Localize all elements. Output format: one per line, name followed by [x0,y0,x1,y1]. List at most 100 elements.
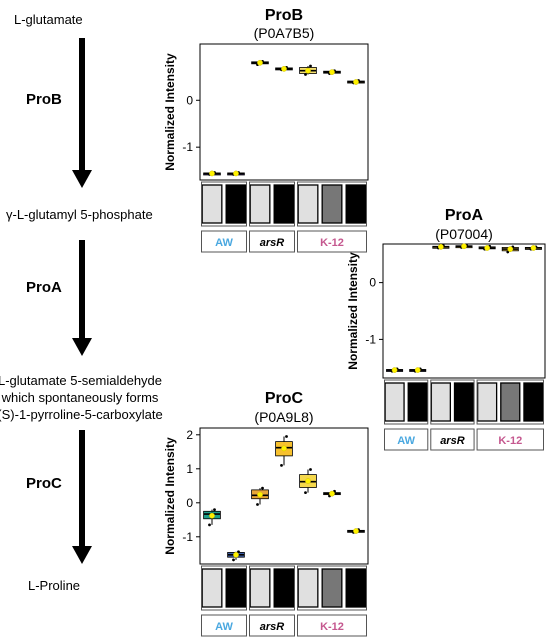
condition-swatch [273,568,295,608]
metabolite-l-proline: L-Proline [28,578,80,593]
mean-marker [353,79,359,85]
group-bracket [384,379,429,425]
group-bracket [201,181,247,227]
chart-subtitle: (P0A7B5) [254,25,315,41]
plot-frame [382,243,546,379]
enzyme-proc-label: ProC [26,475,62,492]
mean-marker [305,478,311,484]
chart-title: ProA [445,207,484,224]
group-bracket [297,565,367,611]
group-bracket [249,181,295,227]
y-tick-label: 0 [369,276,376,290]
condition-swatch [225,568,247,608]
mean-marker [438,243,444,250]
metabolite-spontaneous-note: which spontaneously forms [1,390,159,405]
mean-marker [414,367,421,373]
group-label-box [297,230,367,253]
y-tick-label: 1 [186,462,193,476]
mean-marker [281,66,287,72]
y-tick-label: 0 [186,496,193,510]
group-bracket [297,181,367,227]
metabolite-p5c: (S)-1-pyrroline-5-carboxylate [0,407,163,422]
group-label: arsR [440,435,465,447]
condition-swatch [297,184,319,224]
mean-marker [305,67,311,74]
chart-title: ProB [265,7,303,24]
group-bracket [201,565,247,611]
condition-swatch [201,568,223,608]
group-label: AW [215,621,233,633]
data-point [213,508,216,511]
group-label: K-12 [320,237,344,249]
arrow-proc [72,430,92,564]
mean-marker [507,246,514,252]
group-label: arsR [260,237,285,249]
y-tick-label: 2 [186,428,193,442]
data-point [304,491,307,494]
arrow-proa [72,240,92,356]
group-label-box [201,614,247,637]
data-point [309,468,312,471]
mean-marker [530,245,537,251]
group-label: K-12 [498,435,522,447]
condition-swatch [201,184,223,224]
y-axis-label: Normalized Intensity [163,53,177,171]
group-label-box [201,230,247,253]
group-label: arsR [260,621,285,633]
group-label-box [297,614,367,637]
group-label-box [430,428,475,451]
condition-swatch [407,382,428,422]
condition-swatch [297,568,319,608]
condition-swatch [523,382,544,422]
group-label-box [249,614,295,637]
condition-swatch [321,184,343,224]
condition-swatch [430,382,451,422]
y-axis-label: Normalized Intensity [346,252,360,370]
group-label-box [384,428,429,451]
mean-marker [209,512,215,519]
condition-swatch [500,382,521,422]
condition-swatch [273,184,295,224]
data-point [208,523,211,527]
mean-marker [461,243,467,250]
condition-swatch [321,568,343,608]
mean-marker [233,551,239,558]
data-point [232,558,235,562]
group-label: AW [397,435,415,447]
group-bracket [430,379,475,425]
mean-marker [257,59,263,66]
y-tick-label: -1 [365,332,376,346]
group-label: K-12 [320,621,344,633]
group-label-box [476,428,545,451]
y-axis-label: Normalized Intensity [163,437,177,555]
condition-swatch [477,382,498,422]
mean-marker [329,490,335,497]
metabolite-gamma-glutamyl-phosphate: γ-L-glutamyl 5-phosphate [6,207,153,222]
arrow-prob [72,38,92,188]
condition-swatch [345,568,367,608]
mean-marker [209,170,215,177]
mean-marker [353,528,359,534]
condition-swatch [384,382,405,422]
data-point [304,73,307,76]
condition-swatch [345,184,367,224]
chart-subtitle: (P0A9L8) [254,409,313,425]
enzyme-prob-label: ProB [26,91,62,108]
y-tick-label: -1 [182,140,193,154]
chart-title: ProC [265,390,304,407]
data-point [280,464,283,467]
mean-marker [257,491,263,498]
group-bracket [249,565,295,611]
mean-marker [484,245,490,251]
metabolite-semialdehyde: L-glutamate 5-semialdehyde [0,373,162,388]
mean-marker [233,170,239,177]
data-point [261,486,264,490]
y-tick-label: -1 [182,530,193,544]
data-point [309,64,312,68]
condition-swatch [249,184,271,224]
condition-swatch [225,184,247,224]
group-label-box [249,230,295,253]
